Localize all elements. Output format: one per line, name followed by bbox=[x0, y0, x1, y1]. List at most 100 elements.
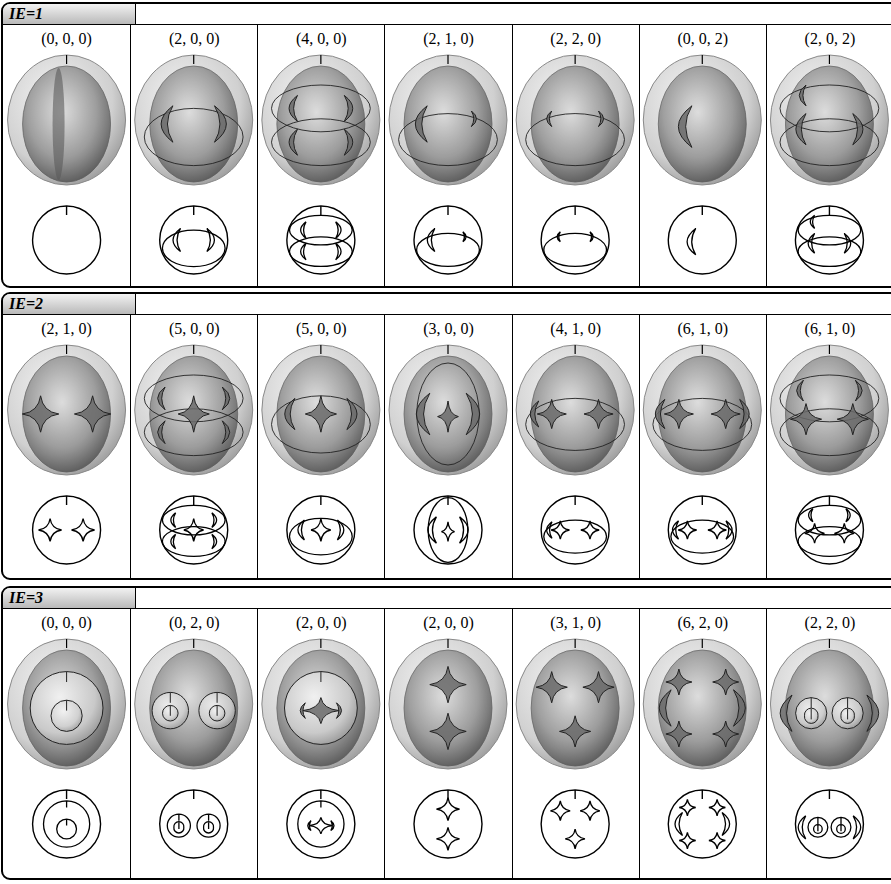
figure-cell: (2, 0, 0) bbox=[257, 608, 384, 878]
section-curve bbox=[298, 801, 344, 847]
pole-mark bbox=[66, 55, 67, 64]
section-curve bbox=[673, 521, 679, 539]
section-circle bbox=[414, 206, 482, 274]
section-circle bbox=[541, 496, 609, 564]
surface-sheet bbox=[537, 399, 566, 428]
surface-figure bbox=[516, 639, 634, 858]
surface-sheet bbox=[163, 705, 179, 721]
figure-cell: (5, 0, 0) bbox=[257, 314, 384, 578]
outer-sphere bbox=[643, 345, 761, 475]
pole-mark bbox=[829, 790, 830, 799]
pole-mark bbox=[829, 345, 830, 354]
surface-figure bbox=[516, 55, 634, 274]
pole-mark bbox=[320, 206, 321, 215]
section-curve bbox=[551, 521, 569, 539]
surface-sheet bbox=[804, 708, 818, 723]
figure-cell: (0, 2, 0) bbox=[130, 608, 257, 878]
index-tuple: (0, 0, 0) bbox=[3, 614, 130, 632]
surface-sheet bbox=[584, 399, 613, 428]
outer-sphere bbox=[262, 345, 380, 475]
surface-sheet bbox=[158, 387, 165, 410]
index-tuple: (4, 1, 0) bbox=[513, 320, 639, 338]
surface-sheet bbox=[347, 398, 357, 429]
inner-surface bbox=[150, 650, 238, 766]
section-curve bbox=[301, 243, 306, 259]
section-curve bbox=[831, 817, 851, 837]
pole-mark bbox=[575, 639, 576, 648]
section-circle bbox=[160, 496, 228, 564]
pole-mark bbox=[702, 790, 703, 799]
index-tuple: (6, 1, 0) bbox=[640, 320, 766, 338]
section-curve bbox=[708, 521, 727, 539]
section-curve bbox=[174, 822, 184, 833]
surface-figure bbox=[770, 639, 888, 858]
section-curve bbox=[550, 801, 570, 821]
pole-mark bbox=[320, 790, 321, 799]
surface-sheet bbox=[416, 393, 430, 435]
section-curve bbox=[337, 520, 343, 540]
section-curve bbox=[844, 233, 850, 253]
outer-sphere bbox=[8, 639, 126, 769]
surface-figure bbox=[8, 639, 126, 858]
surface-sheet bbox=[158, 421, 165, 444]
figure-cell: (3, 0, 0) bbox=[384, 314, 511, 578]
section-curve bbox=[463, 232, 466, 242]
surface-figure bbox=[643, 639, 761, 858]
surface-sheet bbox=[222, 421, 229, 444]
surface-sheet bbox=[272, 85, 371, 132]
surface-figure bbox=[135, 345, 253, 564]
section-curve bbox=[171, 534, 176, 549]
index-tuple: (6, 1, 0) bbox=[767, 320, 891, 338]
inner-surface bbox=[404, 650, 492, 766]
index-tuple: (0, 0, 2) bbox=[640, 30, 766, 48]
surface-sheet bbox=[152, 692, 188, 728]
section-circle bbox=[795, 206, 863, 274]
section-curve bbox=[436, 798, 459, 821]
outer-sphere bbox=[8, 345, 126, 475]
section-curve bbox=[675, 813, 683, 836]
surface-figure bbox=[770, 55, 888, 274]
surface-figure bbox=[389, 345, 507, 564]
section-curve bbox=[678, 521, 697, 539]
outer-sphere bbox=[770, 639, 888, 769]
inner-surface bbox=[785, 66, 873, 182]
surface-sheet bbox=[536, 672, 567, 703]
index-tuple: (6, 2, 0) bbox=[640, 614, 766, 632]
pole-mark bbox=[320, 639, 321, 648]
surface-figure bbox=[262, 55, 380, 274]
pole-mark bbox=[193, 496, 194, 505]
section-curve bbox=[428, 498, 468, 563]
surface-sheet bbox=[285, 398, 295, 429]
inner-surface bbox=[23, 650, 111, 766]
surface-sheet bbox=[711, 399, 740, 428]
pole-mark bbox=[702, 639, 703, 648]
section-curve bbox=[43, 801, 89, 847]
surface-sheet bbox=[780, 409, 879, 456]
surface-sheet bbox=[272, 119, 371, 166]
surface-sheet bbox=[215, 106, 227, 142]
surface-sheet bbox=[599, 111, 604, 127]
surface-sheet bbox=[74, 396, 110, 432]
section-curve bbox=[544, 233, 607, 266]
figure-cell: (2, 0, 2) bbox=[766, 24, 891, 286]
outer-sphere bbox=[135, 55, 253, 185]
section-curve bbox=[846, 509, 850, 522]
section-curve bbox=[184, 519, 204, 542]
pole-mark bbox=[829, 206, 830, 215]
figure-cell: (6, 2, 0) bbox=[639, 608, 766, 878]
surface-sheet bbox=[780, 85, 879, 132]
surface-sheet bbox=[655, 399, 664, 428]
section-curve bbox=[427, 228, 435, 251]
surface-sheet bbox=[344, 129, 352, 155]
section-band: IE=3(0, 0, 0)(0, 2, 0)(2, 0, 0)(2, 0, 0)… bbox=[1, 586, 891, 880]
surface-sheet bbox=[430, 666, 466, 702]
pole-mark bbox=[193, 639, 194, 648]
index-tuple: (2, 0, 0) bbox=[385, 614, 511, 632]
pole-mark bbox=[320, 55, 321, 64]
pole-mark bbox=[66, 639, 67, 648]
section-curve bbox=[809, 509, 813, 522]
surface-sheet bbox=[790, 404, 821, 435]
surface-sheet bbox=[796, 698, 827, 729]
surface-figure bbox=[643, 55, 761, 274]
